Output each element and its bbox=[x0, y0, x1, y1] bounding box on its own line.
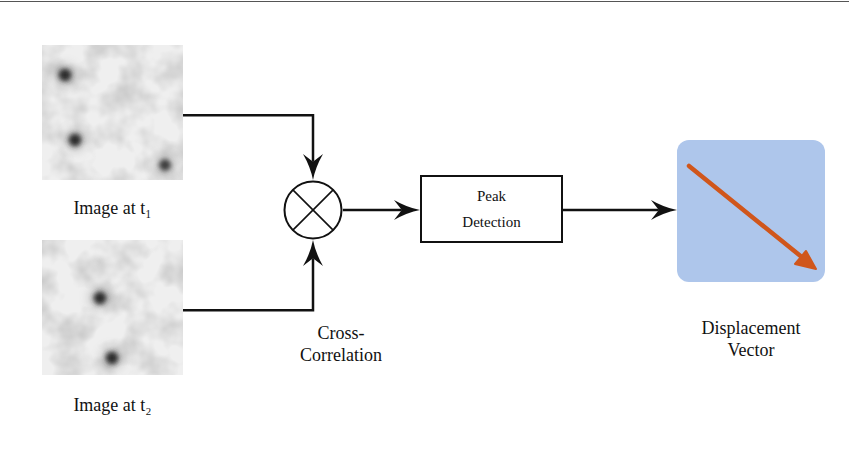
operator-circle bbox=[285, 182, 342, 239]
connector-line bbox=[183, 258, 313, 310]
operator-symbol bbox=[283, 180, 343, 240]
image-frame: Image at t₂ bbox=[42, 240, 183, 375]
connector-line bbox=[563, 209, 659, 212]
caption-text: Image at t₁ bbox=[73, 197, 151, 219]
result-panel: Displacement Vector bbox=[677, 140, 825, 282]
particle-image bbox=[42, 240, 183, 375]
flow-arrow bbox=[343, 200, 420, 220]
arrowhead bbox=[394, 200, 420, 220]
particle-image bbox=[42, 45, 183, 180]
flow-arrow bbox=[183, 115, 323, 180]
flow-arrow bbox=[183, 240, 323, 310]
arrowhead bbox=[303, 240, 323, 266]
multiply-cross bbox=[293, 190, 333, 230]
multiply-cross bbox=[293, 190, 333, 230]
header-rule bbox=[0, 1, 849, 2]
process-box: Peak Detection bbox=[420, 175, 563, 243]
caption-text: Cross- Correlation bbox=[300, 322, 382, 366]
arrowhead bbox=[651, 200, 677, 220]
box-label: Peak Detection bbox=[462, 183, 520, 235]
connector-line bbox=[183, 115, 313, 162]
caption-text: Displacement Vector bbox=[702, 317, 801, 361]
connector-line bbox=[343, 209, 402, 212]
flow-arrow bbox=[563, 200, 677, 220]
caption-text: Image at t₂ bbox=[73, 394, 151, 416]
arrowhead bbox=[303, 154, 323, 180]
correlation-operator: Cross- Correlation bbox=[283, 180, 343, 240]
image-frame: Image at t₁ bbox=[42, 45, 183, 180]
